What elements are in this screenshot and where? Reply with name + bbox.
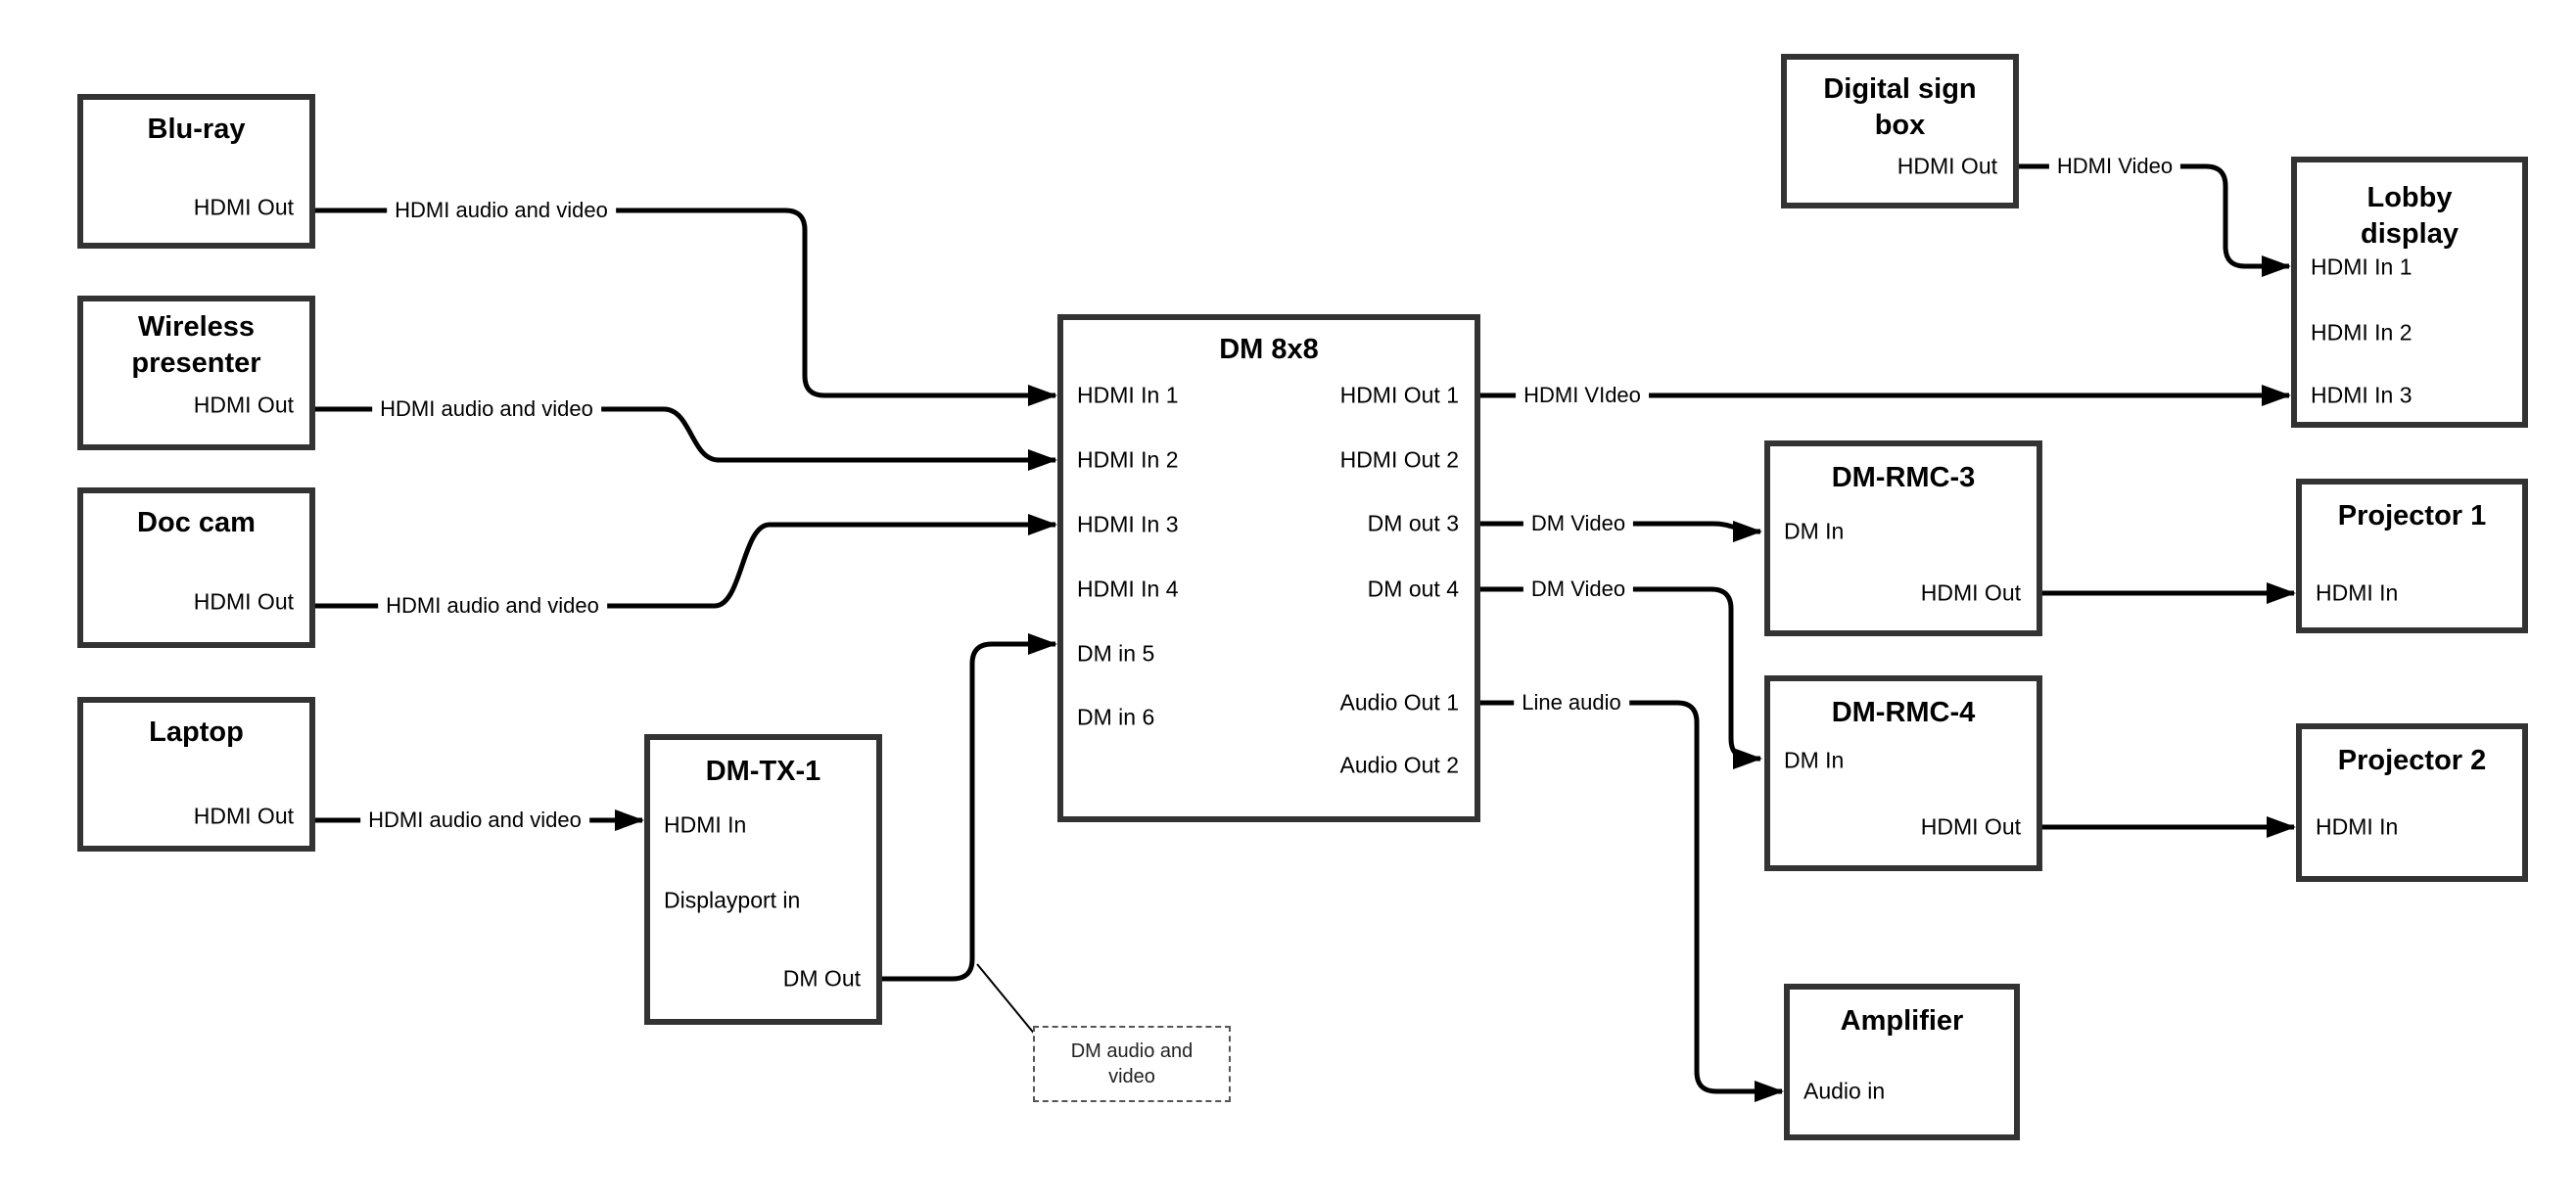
node-laptop-title: Laptop xyxy=(149,716,244,748)
wire-dm8x8-out4-to-dmrmc4 xyxy=(1480,586,1762,769)
port-dm-rmc-3-dm-in: DM In xyxy=(1784,518,1845,544)
port-dm-8x8-dm-out-3: DM out 3 xyxy=(1367,510,1459,536)
port-dm-8x8-dm-in-6: DM in 6 xyxy=(1077,704,1155,730)
port-wireless-presenter-hdmi-out: HDMI Out xyxy=(193,392,294,418)
port-lobby-display-hdmi-in-1: HDMI In 1 xyxy=(2311,254,2412,280)
label-audio-out1: Line audio xyxy=(1514,690,1629,716)
node-amplifier-title: Amplifier xyxy=(1840,1005,1964,1037)
port-dm-8x8-dm-out-4: DM out 4 xyxy=(1367,576,1459,602)
node-dm-tx-1-title: DM-TX-1 xyxy=(705,756,821,787)
wire-bluray-to-dm8x8-in1 xyxy=(315,208,1057,406)
label-dm-out4: DM Video xyxy=(1522,577,1634,602)
port-dm-8x8-hdmi-out-1: HDMI Out 1 xyxy=(1339,382,1459,408)
wire-dmtx1-to-dm8x8-dm-in5 xyxy=(882,633,1057,982)
node-bluray-title: Blu-ray xyxy=(147,114,246,145)
port-dm-rmc-3-hdmi-out: HDMI Out xyxy=(1920,579,2021,606)
node-projector-2: Projector 2 HDMI In xyxy=(2296,723,2528,882)
port-digital-sign-box-hdmi-out: HDMI Out xyxy=(1897,153,1997,179)
port-lobby-display-hdmi-in-3: HDMI In 3 xyxy=(2311,382,2412,408)
label-digisign-wire: HDMI Video xyxy=(2048,154,2181,179)
port-dm-8x8-audio-out-2: Audio Out 2 xyxy=(1339,752,1459,778)
node-dm-8x8-title: DM 8x8 xyxy=(1219,334,1319,365)
port-projector-2-hdmi-in: HDMI In xyxy=(2316,813,2399,840)
port-dm-8x8-hdmi-in-3: HDMI In 3 xyxy=(1077,511,1179,537)
port-dm-tx-1-hdmi-in: HDMI In xyxy=(664,811,747,838)
label-dm-out3: DM Video xyxy=(1522,511,1634,536)
port-dm-8x8-hdmi-in-4: HDMI In 4 xyxy=(1077,576,1179,602)
port-projector-1-hdmi-in: HDMI In xyxy=(2316,579,2399,606)
port-laptop-hdmi-out: HDMI Out xyxy=(193,803,294,829)
node-projector-1-title: Projector 1 xyxy=(2337,500,2487,531)
label-wireless-wire: HDMI audio and video xyxy=(372,396,601,422)
wire-dm8x8-out3-to-dmrmc3 xyxy=(1480,520,1762,542)
node-projector-1: Projector 1 HDMI In xyxy=(2296,479,2528,633)
port-dm-8x8-hdmi-in-1: HDMI In 1 xyxy=(1077,382,1179,408)
note-leader-line xyxy=(976,963,1037,1037)
wire-dm8x8-audio1-to-amplifier xyxy=(1480,700,1784,1102)
port-lobby-display-hdmi-in-2: HDMI In 2 xyxy=(2311,319,2412,346)
port-bluray-hdmi-out: HDMI Out xyxy=(193,194,294,220)
wire-digisign-to-lobby-in1 xyxy=(2019,163,2291,277)
port-dm-tx-1-displayport-in: Displayport in xyxy=(664,887,801,913)
label-hdmi-out1: HDMI VIdeo xyxy=(1516,383,1649,408)
label-bluray-wire: HDMI audio and video xyxy=(387,198,616,223)
port-dm-tx-1-dm-out: DM Out xyxy=(782,965,861,992)
port-dm-8x8-audio-out-1: Audio Out 1 xyxy=(1339,689,1459,716)
wire-wireless-to-dm8x8-in2 xyxy=(315,406,1057,471)
port-amplifier-audio-in: Audio in xyxy=(1803,1078,1886,1104)
port-dm-8x8-dm-in-5: DM in 5 xyxy=(1077,640,1155,667)
node-dm-rmc-4: DM-RMC-4 DM In HDMI Out xyxy=(1764,675,2042,871)
node-projector-2-title: Projector 2 xyxy=(2337,745,2487,776)
port-dm-8x8-hdmi-out-2: HDMI Out 2 xyxy=(1339,446,1459,473)
node-dm-rmc-3-title: DM-RMC-3 xyxy=(1831,462,1976,493)
wire-doccam-to-dm8x8-in3 xyxy=(315,514,1057,609)
node-dm-rmc-3: DM-RMC-3 DM In HDMI Out xyxy=(1764,440,2042,636)
node-doc-cam-title: Doc cam xyxy=(137,507,256,538)
label-laptop-wire: HDMI audio and video xyxy=(360,808,589,833)
label-doccam-wire: HDMI audio and video xyxy=(378,593,607,619)
node-dm-rmc-4-title: DM-RMC-4 xyxy=(1831,697,1976,728)
port-dm-rmc-4-hdmi-out: HDMI Out xyxy=(1920,813,2021,840)
port-dm-8x8-hdmi-in-2: HDMI In 2 xyxy=(1077,446,1179,473)
port-dm-rmc-4-dm-in: DM In xyxy=(1784,747,1845,773)
port-doc-cam-hdmi-out: HDMI Out xyxy=(193,588,294,615)
